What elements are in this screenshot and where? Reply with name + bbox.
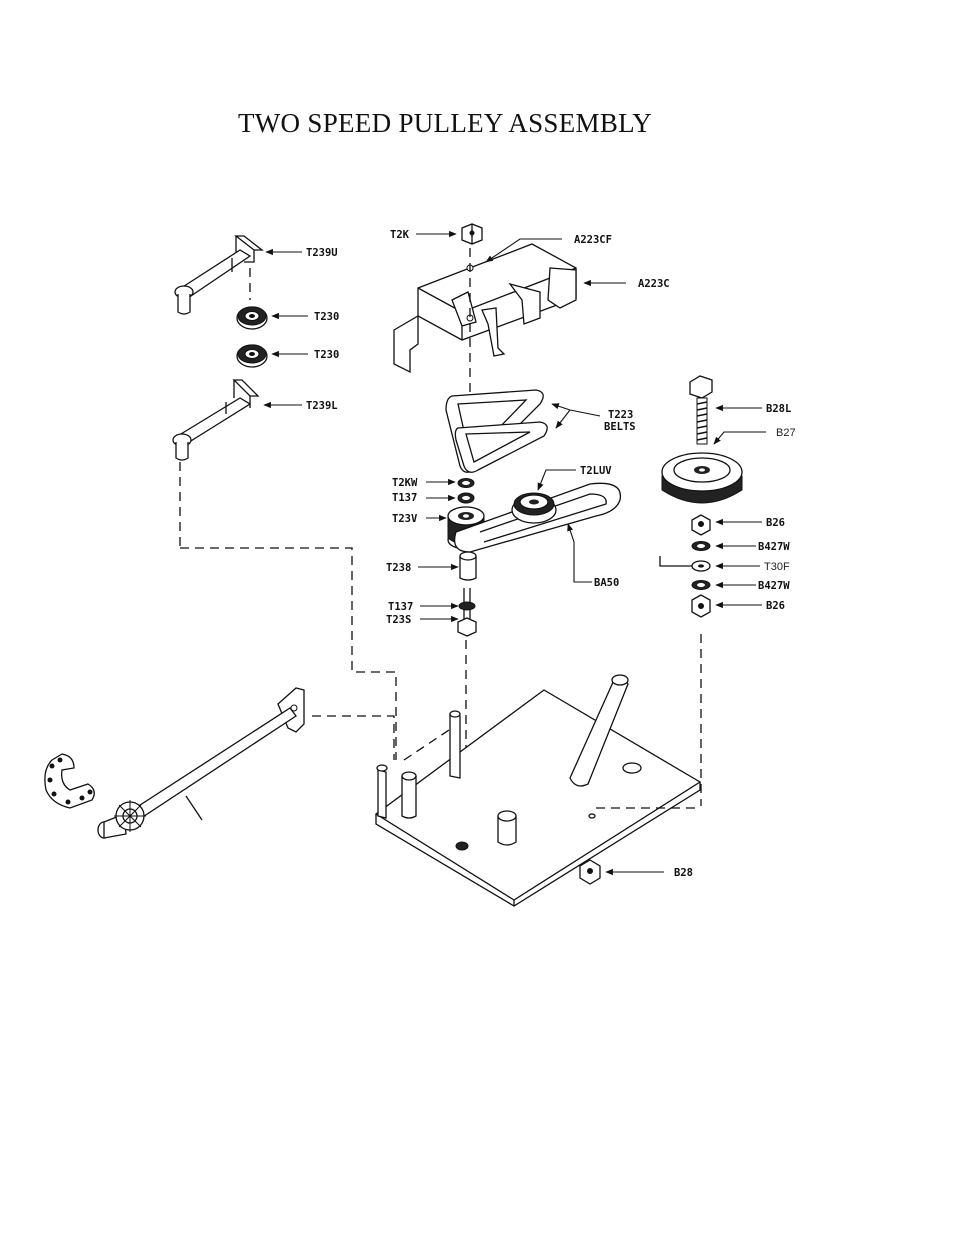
- label-b26-bottom: B26: [766, 600, 785, 612]
- t239l-lower-arm: [173, 380, 258, 460]
- label-t239u: T239U: [306, 247, 338, 259]
- label-t2luv: T2LUV: [580, 465, 612, 477]
- drive-chain: [45, 754, 94, 808]
- t223-belts: [446, 390, 547, 472]
- label-b26-top: B26: [766, 517, 785, 529]
- label-b28: B28: [674, 867, 693, 879]
- t230-bearing-bottom: [237, 345, 267, 367]
- label-t230-bottom: T230: [314, 349, 339, 361]
- label-t238: T238: [386, 562, 411, 574]
- t238-bushing: [460, 552, 476, 580]
- label-t23s: T23S: [386, 614, 411, 626]
- label-t137-top: T137: [392, 492, 417, 504]
- label-t2k: T2K: [390, 229, 410, 241]
- b27-pulley: [662, 453, 742, 503]
- label-t30f: T30F: [764, 561, 790, 573]
- b26-nut-bottom: [692, 595, 710, 617]
- label-t137-bottom: T137: [388, 601, 413, 613]
- label-b28l: B28L: [766, 403, 791, 415]
- label-a223c: A223C: [638, 278, 670, 290]
- b28-nut: [580, 860, 600, 884]
- a223c-bracket: [394, 244, 576, 372]
- label-t223: T223: [608, 409, 633, 421]
- label-t239l: T239L: [306, 400, 338, 412]
- label-b427w-bottom: B427W: [758, 580, 790, 592]
- label-b27: B27: [776, 427, 796, 439]
- label-t2kw: T2KW: [392, 477, 418, 489]
- label-belts: BELTS: [604, 421, 636, 433]
- label-ba50: BA50: [594, 577, 619, 589]
- t230-bearing-top: [237, 307, 267, 329]
- t2luv-pulley: [512, 493, 556, 523]
- b26-nut-top: [692, 515, 710, 535]
- t30f-key: [660, 556, 710, 571]
- t2k-nut: [462, 224, 482, 244]
- t239u-upper-arm: [175, 236, 262, 314]
- b28l-bolt: [690, 376, 712, 444]
- label-t230-top: T230: [314, 311, 339, 323]
- base-plate: [376, 675, 700, 906]
- label-t23v: T23V: [392, 513, 418, 525]
- t23s-stud: [458, 588, 476, 636]
- label-a223cf: A223CF: [574, 234, 612, 246]
- label-b427w-top: B427W: [758, 541, 790, 553]
